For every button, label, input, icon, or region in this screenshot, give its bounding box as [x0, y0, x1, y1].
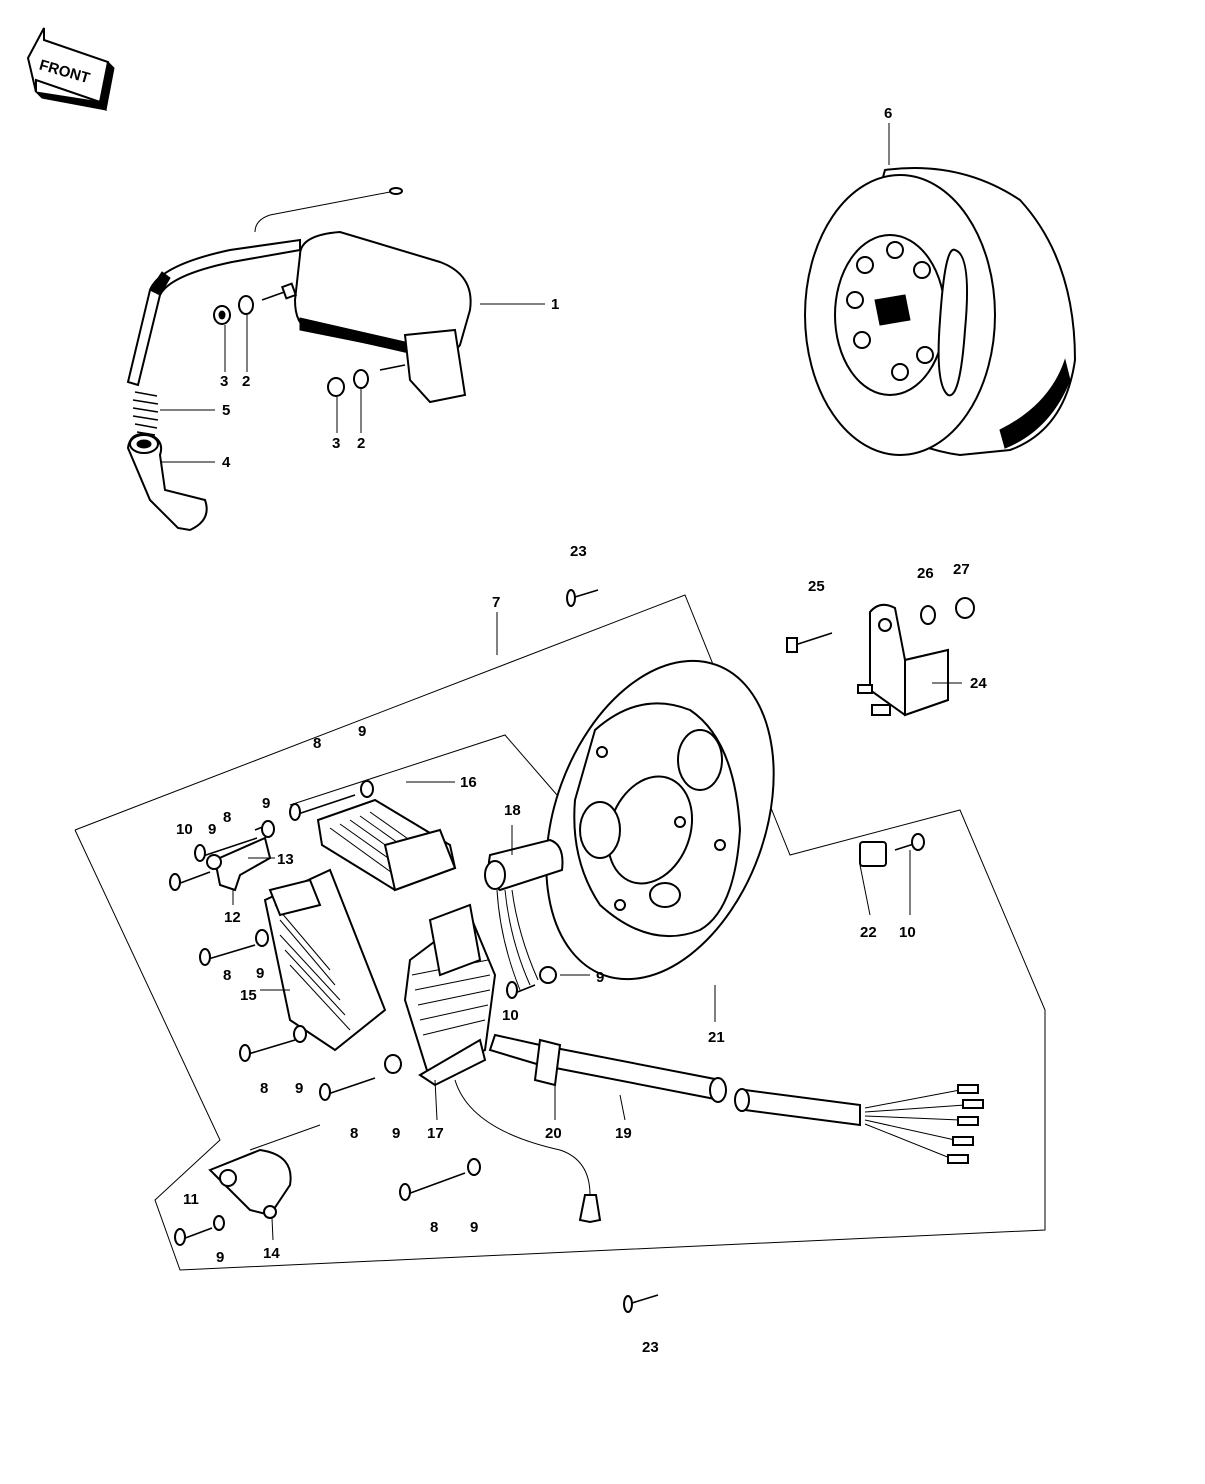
- callout-8b: 8: [223, 809, 231, 826]
- callout-17: 17: [427, 1125, 444, 1142]
- callout-1: 1: [551, 296, 559, 313]
- callout-9e: 9: [596, 969, 604, 986]
- callout-9a: 9: [358, 723, 366, 740]
- fasteners: [169, 589, 975, 1313]
- callout-11: 11: [183, 1191, 199, 1208]
- spring: [132, 391, 159, 436]
- ignition-coil: [126, 187, 472, 404]
- callout-27: 27: [953, 561, 970, 578]
- callout-4: 4: [222, 454, 231, 471]
- callout-12: 12: [224, 909, 241, 926]
- callout-3a: 3: [220, 373, 228, 390]
- callout-10a: 10: [176, 821, 193, 838]
- callout-13: 13: [277, 851, 294, 868]
- callout-9g: 9: [392, 1125, 400, 1142]
- coil-lower: [403, 903, 497, 1087]
- callout-18: 18: [504, 802, 521, 819]
- callout-9h: 9: [470, 1219, 478, 1236]
- callout-9b: 9: [262, 795, 270, 812]
- coil-left: [263, 868, 387, 1052]
- wire-harness: [454, 1033, 984, 1224]
- callout-5: 5: [222, 402, 230, 419]
- callout-24: 24: [970, 675, 987, 692]
- callout-9d: 9: [256, 965, 264, 982]
- callout-8a: 8: [313, 735, 321, 752]
- regulator: [857, 603, 949, 717]
- callout-2a: 2: [242, 373, 250, 390]
- plug-cap: [126, 432, 208, 532]
- callout-6: 6: [884, 105, 892, 122]
- coil-upper: [316, 798, 457, 892]
- callout-2b: 2: [357, 435, 365, 452]
- callout-21: 21: [708, 1029, 725, 1046]
- callout-23b: 23: [642, 1339, 659, 1356]
- callout-9i: 9: [216, 1249, 224, 1266]
- callout-15: 15: [240, 987, 257, 1004]
- leader-lines: [160, 123, 962, 1241]
- callout-14: 14: [263, 1245, 280, 1262]
- front-arrow: FRONT: [26, 27, 115, 112]
- callout-23a: 23: [570, 543, 587, 560]
- callout-labels: 1 2 2 3 3 4 5 6 7 8 8 8 8 8 8 9 9 9 9 9 …: [176, 105, 987, 1356]
- callout-9f: 9: [295, 1080, 303, 1097]
- callout-8d: 8: [260, 1080, 268, 1097]
- callout-8c: 8: [223, 967, 231, 984]
- callout-22: 22: [860, 924, 877, 941]
- point-bracket: [206, 825, 272, 892]
- callout-8e: 8: [350, 1125, 358, 1142]
- callout-16: 16: [460, 774, 477, 791]
- flywheel-rotor: [804, 167, 1077, 457]
- callout-25: 25: [808, 578, 825, 595]
- callout-3b: 3: [332, 435, 340, 452]
- condenser: [484, 838, 564, 991]
- callout-7: 7: [492, 594, 500, 611]
- callout-26: 26: [917, 565, 934, 582]
- callout-20: 20: [545, 1125, 562, 1142]
- callout-10c: 10: [899, 924, 916, 941]
- contact-breaker: [208, 1124, 321, 1219]
- base-plate: [545, 659, 775, 981]
- callout-9c: 9: [208, 821, 216, 838]
- callout-10b: 10: [502, 1007, 519, 1024]
- callout-19: 19: [615, 1125, 632, 1142]
- callout-8f: 8: [430, 1219, 438, 1236]
